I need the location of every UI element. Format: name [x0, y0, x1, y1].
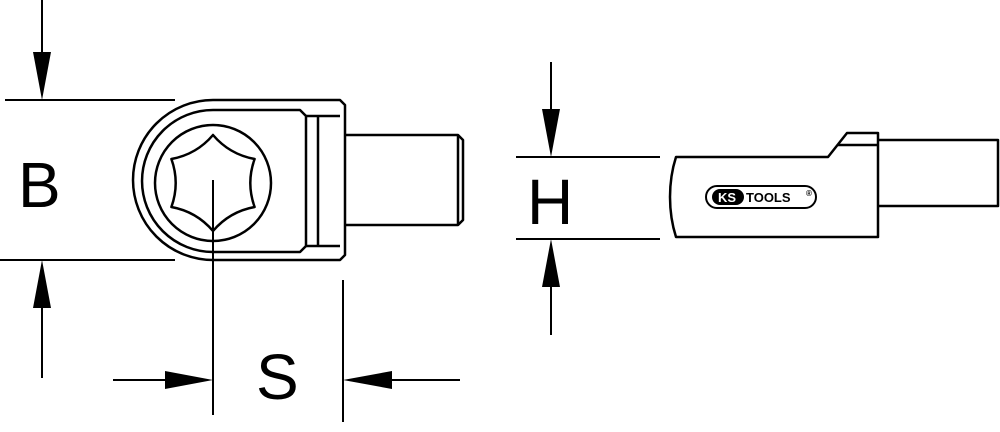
b-arrow-top-head	[33, 52, 51, 100]
h-arrow-top-head	[542, 109, 560, 157]
s-dimension-label: S	[256, 341, 299, 413]
square-tenon	[345, 133, 465, 227]
logo-tools-text: TOOLS	[746, 190, 791, 205]
top-view	[131, 98, 465, 262]
logo-registered-mark: ®	[806, 189, 812, 198]
logo-ks-text: KS	[718, 190, 736, 205]
s-arrow-right-head	[343, 371, 392, 389]
side-view	[668, 131, 1000, 239]
h-arrow-bottom-head	[542, 239, 560, 287]
b-dimension-label: B	[18, 149, 61, 221]
h-dimension-label: H	[527, 166, 573, 238]
side-body-outline	[668, 131, 880, 239]
logo-ks-block	[712, 189, 744, 205]
ks-tools-logo: KS TOOLS ®	[705, 185, 817, 209]
s-arrow-left-head	[165, 371, 213, 389]
ring-head-inner-contour	[140, 108, 308, 254]
side-tenon	[878, 138, 1000, 208]
ring-head-outline	[131, 98, 347, 262]
b-arrow-bottom-head	[33, 260, 51, 308]
